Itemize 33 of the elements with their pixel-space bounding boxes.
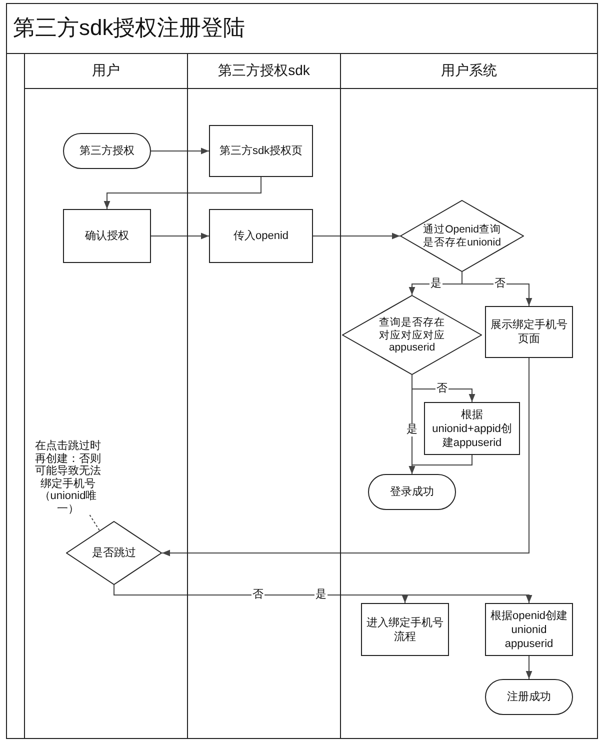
process-box: 展示绑定手机号页面 xyxy=(485,306,573,358)
process-box: 确认授权 xyxy=(63,209,151,263)
decision-diamond: 查询是否存在对应对应对应appuserid xyxy=(342,295,482,375)
annotation-text: 在点击跳过时再创建：否则可能导致无法绑定手机号（unionid唯一） xyxy=(34,440,102,515)
decision-diamond: 是否跳过 xyxy=(66,521,162,585)
edge-label: 否 xyxy=(436,382,448,396)
edge-label: 否 xyxy=(252,588,264,602)
process-box: 根据unionid+appid创建appuserid xyxy=(424,402,520,455)
process-box: 第三方sdk授权页 xyxy=(209,125,313,177)
terminator-pill: 登录成功 xyxy=(368,474,456,510)
leader-line xyxy=(89,514,100,532)
arrow xyxy=(104,176,262,210)
process-box: 进入绑定手机号流程 xyxy=(361,603,449,656)
arrow xyxy=(408,454,472,474)
diagram-title: 第三方sdk授权注册登陆 xyxy=(13,15,246,41)
process-box: 传入openid xyxy=(209,209,313,263)
arrow xyxy=(162,358,530,556)
terminator-pill: 注册成功 xyxy=(485,679,573,715)
edge-label: 是 xyxy=(406,424,418,436)
terminator-pill: 第三方授权 xyxy=(63,133,151,169)
lane-header: 用户系统 xyxy=(441,62,497,79)
arrow xyxy=(150,232,210,240)
arrow xyxy=(312,232,400,240)
lane-header: 用户 xyxy=(92,62,120,79)
edge-label: 否 xyxy=(494,278,506,290)
process-box: 根据openid创建unionid appuserid xyxy=(485,603,573,656)
edge-label: 是 xyxy=(314,588,328,602)
arrow xyxy=(526,656,532,680)
arrow xyxy=(462,272,532,306)
lane-header: 第三方授权sdk xyxy=(218,62,310,79)
arrow xyxy=(150,148,210,154)
edge-label: 是 xyxy=(430,278,442,290)
decision-diamond: 通过Openid查询是否存在unionid xyxy=(400,200,524,272)
